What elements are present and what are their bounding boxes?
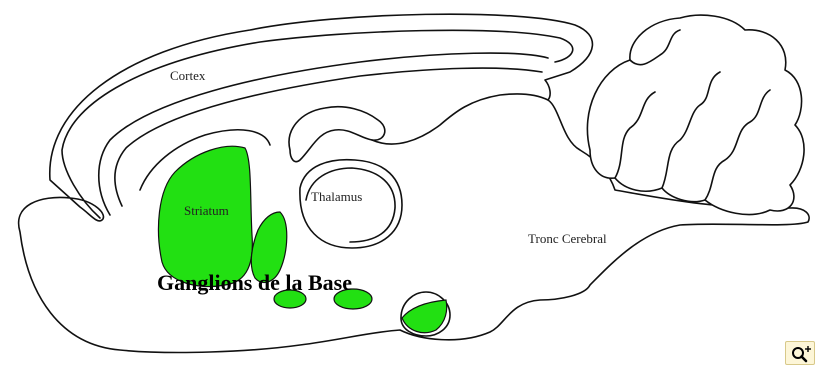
thalamus-label: Thalamus xyxy=(311,189,362,204)
cerebellum xyxy=(587,15,804,214)
zoom-in-icon xyxy=(786,342,816,366)
tronc-cerebral-label: Tronc Cerebral xyxy=(528,231,607,246)
ganglions-de-la-base-label: Ganglions de la Base xyxy=(157,270,352,295)
striatum-label: Striatum xyxy=(184,203,229,218)
zoom-button[interactable] xyxy=(785,341,815,365)
cortex-label: Cortex xyxy=(170,68,206,83)
